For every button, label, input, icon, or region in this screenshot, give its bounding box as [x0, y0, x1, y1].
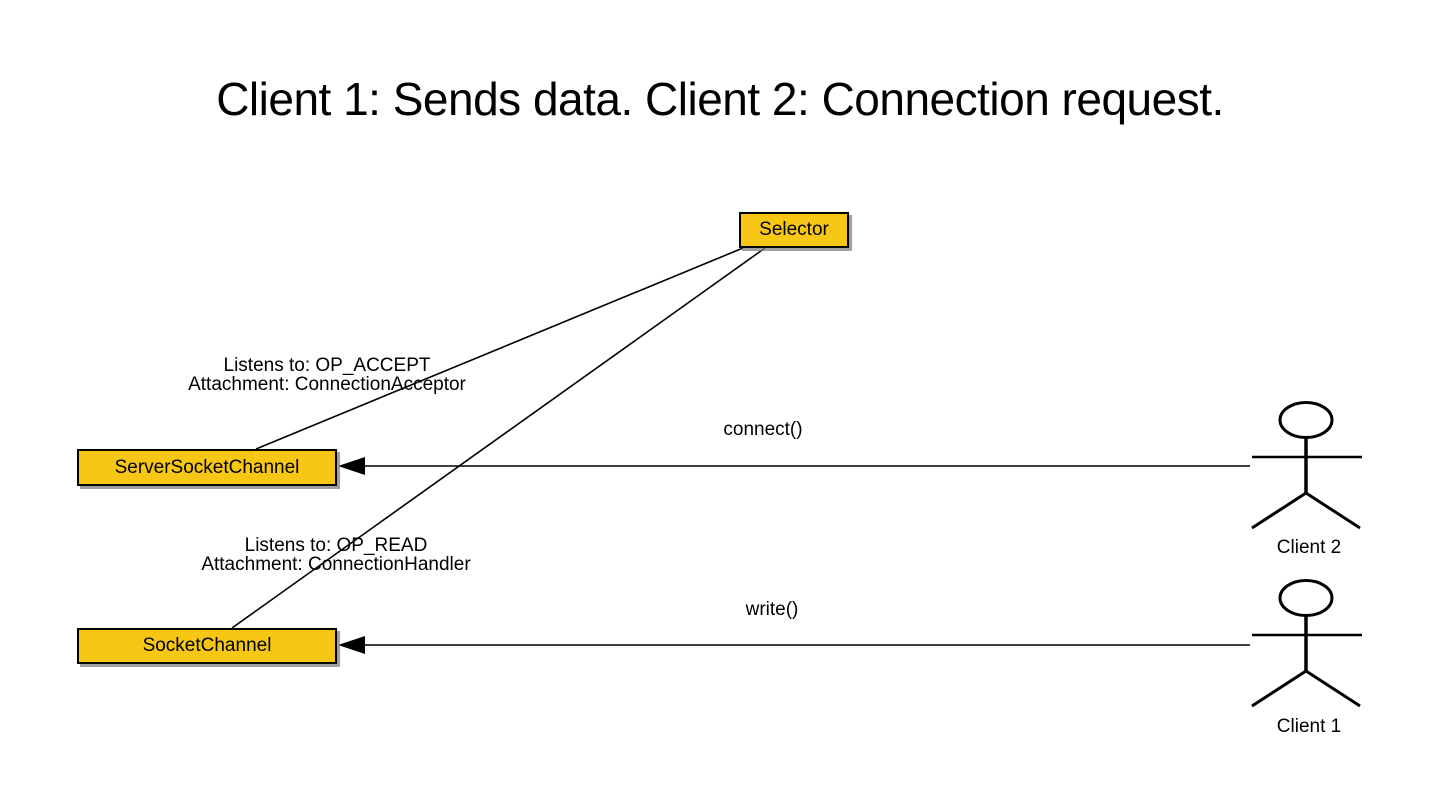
- selector-to-serversocketchannel-line: [255, 247, 744, 450]
- accept-annotation: Listens to: OP_ACCEPT Attachment: Connec…: [127, 356, 527, 394]
- connect-arrowhead-icon: [338, 457, 365, 475]
- slide-title: Client 1: Sends data. Client 2: Connecti…: [216, 73, 1224, 125]
- client2-stick-figure-icon: [1251, 401, 1362, 530]
- client1-actor-label: Client 1: [1276, 716, 1342, 737]
- write-arrow: [338, 636, 1250, 654]
- server-socket-channel-node-label: ServerSocketChannel: [114, 456, 300, 478]
- read-annotation-line2: Attachment: ConnectionHandler: [201, 554, 471, 575]
- connect-arrow: [338, 457, 1250, 475]
- connect-message-label: connect(): [723, 419, 803, 440]
- selector-node-label: Selector: [759, 219, 829, 240]
- read-annotation: Listens to: OP_READ Attachment: Connecti…: [136, 536, 536, 574]
- read-annotation-line1: Listens to: OP_READ: [244, 535, 428, 556]
- client1-stick-figure-icon: [1251, 579, 1362, 708]
- client2-actor-label: Client 2: [1276, 537, 1342, 558]
- socket-channel-node-label: SocketChannel: [142, 635, 272, 656]
- server-socket-channel-node: ServerSocketChannel: [77, 449, 337, 486]
- socket-channel-node: SocketChannel: [77, 628, 337, 664]
- write-message-label: write(): [745, 599, 799, 620]
- accept-annotation-line1: Listens to: OP_ACCEPT: [223, 355, 431, 376]
- write-arrowhead-icon: [338, 636, 365, 654]
- selector-to-socketchannel-line: [231, 247, 766, 629]
- accept-annotation-line2: Attachment: ConnectionAcceptor: [188, 374, 466, 395]
- selector-node: Selector: [739, 212, 849, 248]
